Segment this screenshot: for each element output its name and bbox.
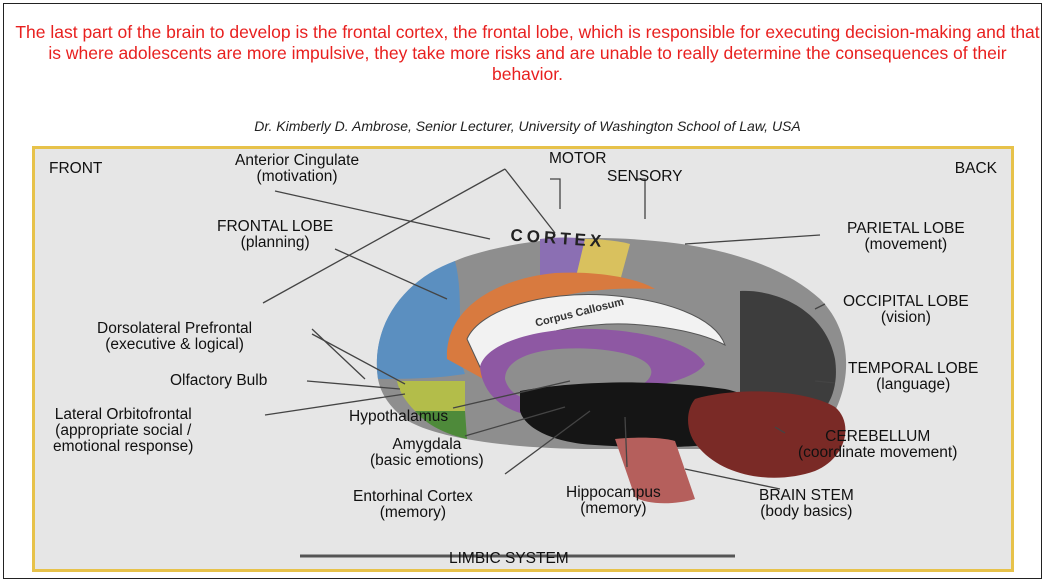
dorsolateral-prefrontal-label: Dorsolateral Prefrontal (executive & log…	[97, 320, 253, 353]
cerebellum-label: CEREBELLUM (coordinate movement)	[798, 428, 958, 461]
cingulate-region	[446, 272, 655, 381]
front-corner-label: FRONT	[49, 160, 103, 177]
limbic-system-label: LIMBIC SYSTEM	[449, 550, 569, 567]
olfactory-region	[397, 381, 465, 411]
quote-text: The last part of the brain to develop is…	[15, 22, 1040, 84]
quote-citation: Dr. Kimberly D. Ambrose, Senior Lecturer…	[254, 118, 801, 134]
orbitofrontal-region	[415, 411, 467, 439]
limbic-ring	[480, 328, 705, 418]
olfactory-bulb-label: Olfactory Bulb	[170, 372, 268, 389]
frontal-lobe-region	[376, 261, 465, 379]
hypothalamus-label: Hypothalamus	[349, 408, 449, 425]
temporal-lobe-label: TEMPORAL LOBE (language)	[848, 360, 979, 393]
amygdala-label: Amygdala (basic emotions)	[370, 436, 484, 469]
parietal-lobe-label: PARIETAL LOBE (movement)	[847, 220, 965, 253]
cerebellum-shape	[688, 391, 846, 478]
back-corner-label: BACK	[954, 160, 997, 177]
sensory-strip	[575, 239, 630, 281]
brain-illustration: CORTEX Corpus Callosum	[262, 168, 847, 558]
occipital-lobe-label: OCCIPITAL LOBE (vision)	[843, 293, 969, 326]
brain-stem-label: BRAIN STEM (body basics)	[759, 487, 854, 520]
leader-lines	[262, 168, 836, 558]
sensory-label: SENSORY	[607, 168, 683, 185]
motor-strip	[540, 237, 585, 281]
entorhinal-cortex-label: Entorhinal Cortex (memory)	[353, 488, 473, 521]
anterior-cingulate-label: Anterior Cingulate (motivation)	[235, 152, 360, 185]
frontal-lobe-label: FRONTAL LOBE (planning)	[217, 218, 334, 251]
hippocampus-label: Hippocampus (memory)	[566, 484, 661, 517]
brain-diagram: CORTEX Corpus Callosum FRONT BACK Anteri…	[32, 146, 1014, 572]
motor-label: MOTOR	[549, 150, 607, 167]
lateral-orbitofrontal-label: Lateral Orbitofrontal (appropriate socia…	[53, 406, 194, 455]
brain-stem-shape	[615, 437, 695, 504]
